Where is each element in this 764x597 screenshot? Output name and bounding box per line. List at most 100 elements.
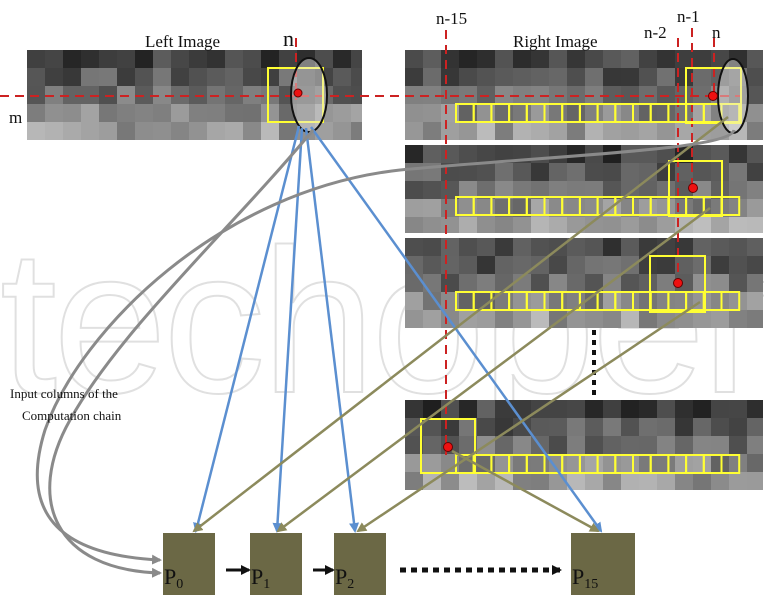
- pixel-block: [513, 163, 531, 181]
- pixel-block: [459, 274, 477, 292]
- pixel-block: [657, 472, 675, 490]
- pixel-block: [549, 292, 567, 310]
- pixel-block: [513, 400, 531, 418]
- pixel-block: [621, 310, 639, 328]
- pixel-block: [99, 104, 117, 122]
- pixel-block: [675, 122, 693, 140]
- pixel-block: [621, 199, 639, 217]
- pixel-block: [675, 454, 693, 472]
- pixel-block: [459, 418, 477, 436]
- pixel-block: [405, 104, 423, 122]
- pixel-block: [711, 418, 729, 436]
- pixel-block: [459, 104, 477, 122]
- pixel-block: [459, 472, 477, 490]
- n-minus-1-label: n-1: [677, 7, 700, 26]
- pixel-block: [513, 436, 531, 454]
- pixel-block: [99, 50, 117, 68]
- pixel-block: [513, 86, 531, 104]
- search-range-cells: [455, 103, 741, 474]
- pixel-block: [495, 238, 513, 256]
- pixel-block: [747, 274, 763, 292]
- pixel-block: [639, 68, 657, 86]
- pixel-block: [531, 68, 549, 86]
- pixel-block: [117, 122, 135, 140]
- pixel-block: [567, 274, 585, 292]
- pixel-block: [459, 292, 477, 310]
- pixel-block: [513, 217, 531, 233]
- pixel-block: [693, 122, 711, 140]
- pixel-block: [639, 472, 657, 490]
- svg-text:P1: P1: [251, 564, 270, 592]
- window-cell-icon: [720, 454, 741, 474]
- pixel-block: [729, 50, 747, 68]
- pixel-block: [567, 163, 585, 181]
- pixel-block: [729, 256, 747, 274]
- pixel-block: [567, 50, 585, 68]
- pixel-block: [477, 68, 495, 86]
- pixel-block: [675, 472, 693, 490]
- pixel-block: [531, 274, 549, 292]
- pixel-block: [423, 274, 441, 292]
- pixel-block: [459, 400, 477, 418]
- pixel-block: [333, 86, 351, 104]
- pixel-block: [81, 68, 99, 86]
- pixel-block: [45, 50, 63, 68]
- right-window-links: [192, 116, 729, 533]
- pixel-block: [585, 436, 603, 454]
- left-image-label: Left Image: [145, 32, 220, 51]
- pixel-block: [621, 472, 639, 490]
- pixel-block: [423, 181, 441, 199]
- window-cell-icon: [720, 196, 741, 216]
- pixel-block: [27, 104, 45, 122]
- pixel-block: [405, 199, 423, 217]
- pixel-block: [621, 145, 639, 163]
- p15-sub: 15: [584, 577, 598, 592]
- left-image-pixels: [27, 50, 362, 140]
- pixel-block: [693, 217, 711, 233]
- pixel-block: [639, 199, 657, 217]
- pixel-block: [171, 50, 189, 68]
- pixel-block: [477, 50, 495, 68]
- pixel-block: [675, 163, 693, 181]
- pixel-block: [549, 274, 567, 292]
- pixel-block: [477, 472, 495, 490]
- pixel-block: [603, 400, 621, 418]
- pixel-block: [675, 145, 693, 163]
- pixel-block: [27, 68, 45, 86]
- svg-text:P2: P2: [335, 564, 354, 592]
- pixel-block: [747, 436, 763, 454]
- pixel-block: [495, 436, 513, 454]
- processor-p2: P2: [334, 533, 386, 595]
- pixel-block: [729, 418, 747, 436]
- pixel-block: [567, 238, 585, 256]
- pixel-block: [603, 163, 621, 181]
- pixel-block: [657, 181, 675, 199]
- pixel-block: [459, 122, 477, 140]
- pixel-block: [441, 122, 459, 140]
- pixel-block: [621, 238, 639, 256]
- pixel-block: [351, 122, 362, 140]
- pixel-block: [495, 217, 513, 233]
- pixel-block: [693, 199, 711, 217]
- pixel-block: [99, 122, 117, 140]
- pixel-block: [729, 163, 747, 181]
- pixel-block: [729, 145, 747, 163]
- pixel-block: [189, 50, 207, 68]
- pixel-block: [351, 104, 362, 122]
- processor-p0: P0: [163, 533, 215, 595]
- pixel-block: [495, 122, 513, 140]
- pixel-block: [639, 454, 657, 472]
- pixel-block: [747, 256, 763, 274]
- pixel-block: [729, 400, 747, 418]
- pixel-block: [621, 292, 639, 310]
- pixel-block: [459, 50, 477, 68]
- pixel-block: [567, 68, 585, 86]
- pixel-block: [585, 256, 603, 274]
- input-columns-label-line2: Computation chain: [22, 408, 122, 423]
- pixel-block: [243, 50, 261, 68]
- pixel-block: [513, 181, 531, 199]
- pixel-block: [567, 400, 585, 418]
- pixel-block: [297, 68, 315, 86]
- pixel-block: [747, 238, 763, 256]
- pixel-block: [639, 418, 657, 436]
